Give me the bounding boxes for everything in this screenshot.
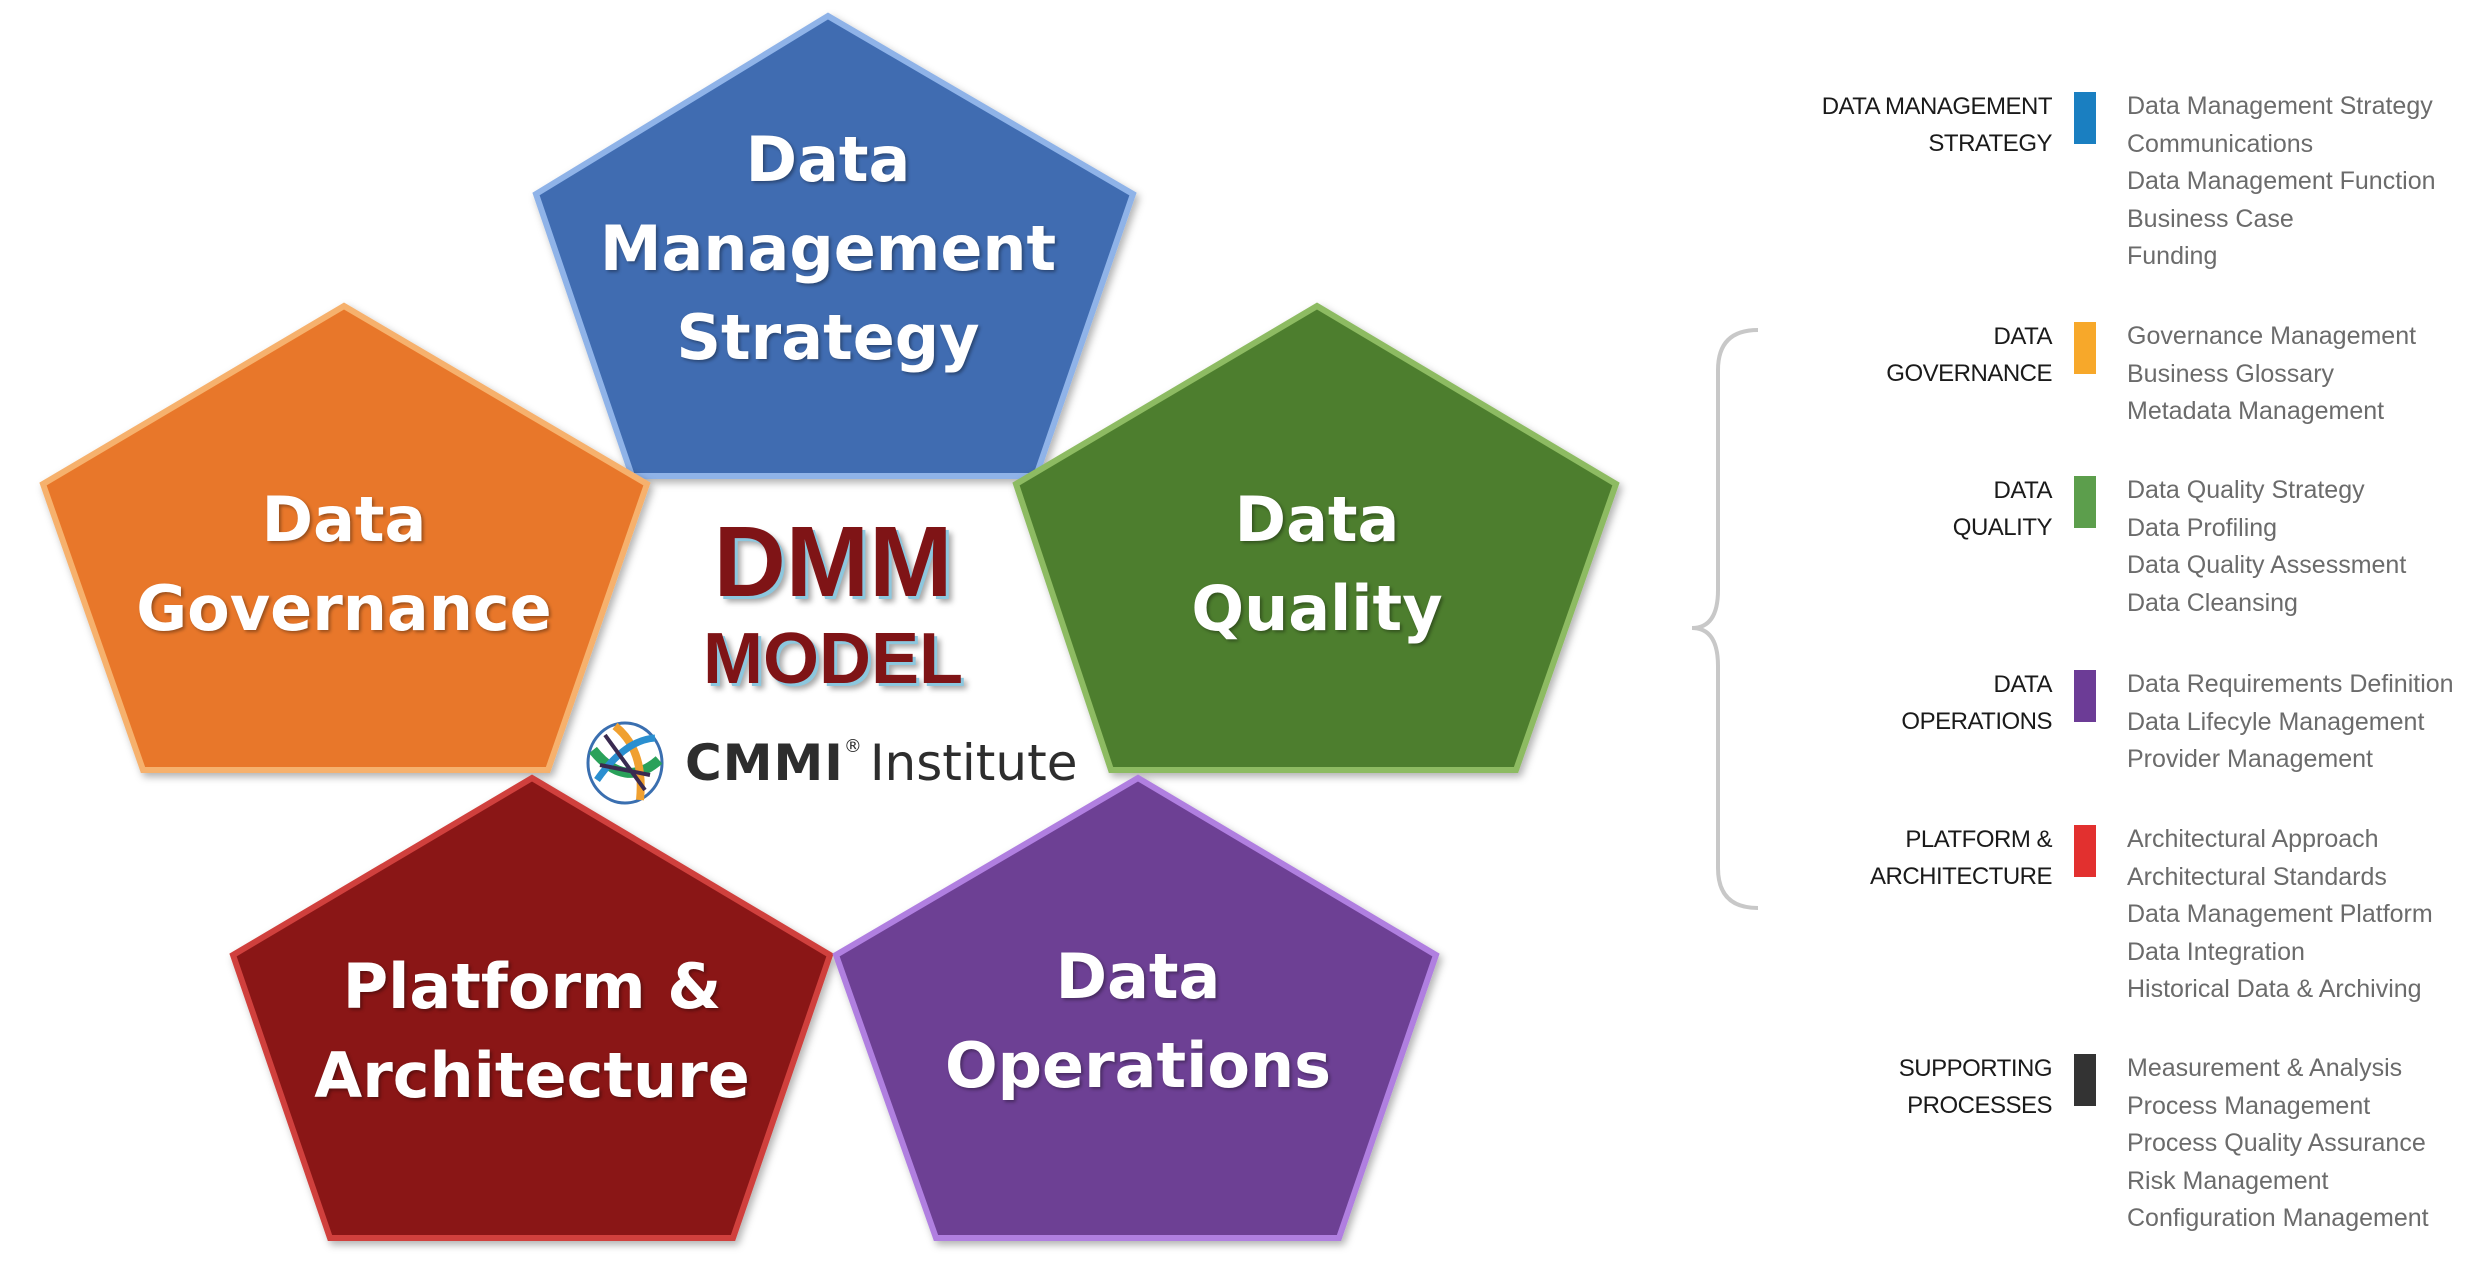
list-item: Data Integration: [2127, 937, 2305, 966]
label-line: Governance: [136, 572, 552, 645]
pentagon-operations: [832, 774, 1440, 1241]
label-line: Strategy: [676, 301, 980, 374]
pentagon-label-strategy: Data Management Strategy: [528, 115, 1128, 382]
pentagon-strategy: [532, 12, 1137, 479]
category-color-bar: [2074, 92, 2096, 144]
list-item: Data Management Platform: [2127, 900, 2433, 928]
category-label: DATA MANAGEMENT STRATEGY: [1821, 88, 2053, 162]
label-line: Management: [599, 212, 1057, 285]
cmmi-logo: CMMI® Institute: [585, 720, 1077, 806]
category-label: PLATFORM & ARCHITECTURE: [1869, 821, 2053, 895]
label-line: Data: [261, 483, 427, 556]
pentagon-label-operations: Data Operations: [838, 932, 1438, 1110]
category-label: DATA GOVERNANCE: [1886, 318, 2052, 392]
category-label-line: DATA: [1993, 671, 2053, 698]
globe-icon: [586, 721, 664, 805]
pentagon-quality: [1012, 302, 1620, 773]
category-color-bar: [2074, 476, 2096, 528]
list-item: Data Cleansing: [2127, 588, 2298, 617]
list-item: Funding: [2127, 242, 2218, 270]
list-item: Data Profiling: [2127, 513, 2278, 542]
category-label-line: PLATFORM &: [1905, 826, 2052, 853]
pentagon-label-quality: Data Quality: [1017, 475, 1617, 653]
category-label-line: DATA: [1993, 477, 2053, 504]
list-item: Historical Data & Archiving: [2127, 975, 2422, 1003]
label-line: Data: [745, 123, 911, 196]
model-subtitle: MODEL: [703, 619, 963, 699]
list-item: Data Management Strategy: [2127, 92, 2433, 120]
pentagon-label-governance: Data Governance: [44, 475, 644, 653]
list-item: Metadata Management: [2127, 397, 2385, 425]
label-line: Data: [1055, 940, 1221, 1013]
list-item: Communications: [2127, 129, 2314, 158]
category-label-line: QUALITY: [1952, 514, 2053, 541]
institute-text: Institute: [869, 734, 1078, 792]
category-label-line: STRATEGY: [1928, 130, 2052, 157]
category-label-line: OPERATIONS: [1901, 708, 2052, 735]
list-item: Process Management: [2127, 1091, 2371, 1120]
list-item: Architectural Approach: [2127, 825, 2379, 853]
category-label-line: GOVERNANCE: [1886, 360, 2052, 387]
label-line: Operations: [944, 1029, 1332, 1102]
label-line: Architecture: [314, 1039, 750, 1112]
list-item: Data Quality Assessment: [2127, 551, 2407, 579]
category-label-line: PROCESSES: [1907, 1092, 2052, 1119]
list-item: Governance Management: [2127, 322, 2417, 350]
pentagon-platform: [229, 774, 834, 1241]
brace: [1691, 328, 1759, 910]
list-item: Configuration Management: [2127, 1204, 2429, 1232]
category-label-line: SUPPORTING: [1898, 1055, 2053, 1082]
category-color-bar: [2074, 670, 2096, 722]
list-item: Architectural Standards: [2127, 862, 2387, 891]
list-item: Risk Management: [2127, 1166, 2329, 1195]
category-label-line: DATA MANAGEMENT: [1821, 93, 2053, 120]
category-label: SUPPORTING PROCESSES: [1898, 1050, 2053, 1124]
list-item: Provider Management: [2127, 745, 2373, 773]
list-item: Data Management Function: [2127, 167, 2436, 195]
registered-mark: ®: [843, 736, 862, 757]
category-color-bar: [2074, 825, 2096, 877]
pentagon-governance: [39, 302, 651, 773]
list-item: Measurement & Analysis: [2127, 1054, 2403, 1082]
category-label-line: DATA: [1993, 323, 2053, 350]
category-color-bar: [2074, 1054, 2096, 1106]
category-label: DATA QUALITY: [1952, 472, 2053, 546]
cmmi-text: CMMI: [685, 734, 844, 792]
list-item: Data Lifecyle Management: [2127, 707, 2425, 736]
pentagon-label-platform: Platform & Architecture: [232, 942, 832, 1120]
label-line: Quality: [1191, 572, 1443, 645]
label-line: Data: [1234, 483, 1400, 556]
category-color-bar: [2074, 322, 2096, 374]
category-label: DATA OPERATIONS: [1901, 666, 2052, 740]
dmm-title: DMM: [713, 506, 953, 618]
list-item: Process Quality Assurance: [2127, 1129, 2426, 1157]
list-item: Data Requirements Definition: [2127, 670, 2454, 698]
list-item: Business Case: [2127, 204, 2294, 233]
category-label-line: ARCHITECTURE: [1869, 863, 2053, 890]
list-item: Data Quality Strategy: [2127, 476, 2365, 504]
label-line: Platform &: [342, 950, 722, 1023]
list-item: Business Glossary: [2127, 359, 2335, 388]
